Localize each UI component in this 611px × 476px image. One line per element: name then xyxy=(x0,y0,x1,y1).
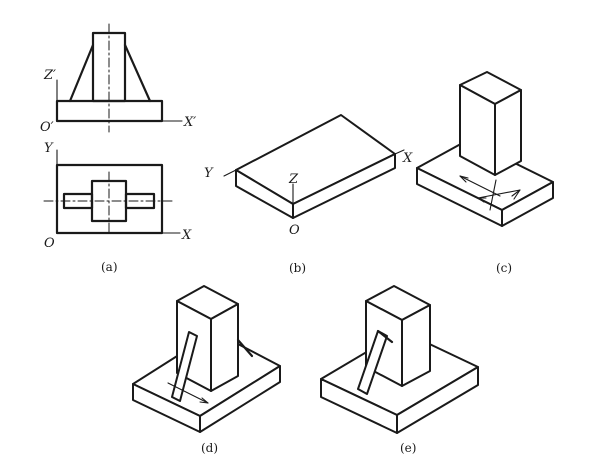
rib-left-edge xyxy=(68,43,95,103)
axis-label-y: Y xyxy=(44,141,54,156)
panel-d: (d) xyxy=(132,285,281,455)
column-iso-c xyxy=(459,71,522,176)
rib-iso-d xyxy=(167,331,254,404)
rib-d-dim-line xyxy=(167,382,209,404)
front-view xyxy=(55,23,183,133)
axis-label-z-b: Z xyxy=(288,172,299,187)
column-c-right xyxy=(494,89,522,176)
axis-label-x-b: X xyxy=(402,151,413,166)
axis-label-x: X xyxy=(181,228,192,243)
caption-b: (b) xyxy=(289,261,306,275)
panel-b: Y Z X O (b) xyxy=(204,114,413,275)
axis-label-o: O xyxy=(44,236,55,251)
arrow-head-1 xyxy=(459,175,469,183)
rib-d-arrow xyxy=(199,397,209,404)
panel-e: (e) xyxy=(320,285,479,455)
rib-right-edge xyxy=(123,43,152,103)
top-view xyxy=(43,149,181,235)
rib-e-top-edge xyxy=(376,329,394,344)
plate-iso-c xyxy=(416,139,554,227)
column-e-right xyxy=(401,304,431,387)
construction-line-3 xyxy=(489,179,497,211)
plate-d-right xyxy=(199,365,281,433)
rib-d-face xyxy=(171,331,198,402)
dimension-construction-c xyxy=(459,175,521,211)
caption-c: (c) xyxy=(496,261,512,275)
column-d-right xyxy=(210,303,239,392)
rib-iso-e xyxy=(357,329,394,395)
arrow-head-2 xyxy=(511,189,521,200)
caption-d: (d) xyxy=(201,441,218,455)
caption-a: (a) xyxy=(101,260,118,274)
plate-e-right xyxy=(396,366,479,434)
axis-label-x-prime: X′ xyxy=(183,115,196,130)
axis-label-o-prime: O′ xyxy=(40,120,54,135)
y-axis-ext xyxy=(223,169,237,177)
rib-e-face xyxy=(357,330,388,395)
axis-label-z-prime: Z′ xyxy=(43,68,56,83)
x-axis-ext xyxy=(394,149,405,155)
base-plate-iso xyxy=(223,114,405,219)
axis-label-y-b: Y xyxy=(204,166,214,181)
axis-label-o-b: O xyxy=(289,223,300,238)
construction-line-2 xyxy=(477,189,521,199)
panel-c: (c) xyxy=(416,71,554,275)
panel-a: Z′ O′ X′ Y O X (a) xyxy=(40,23,196,274)
caption-e: (e) xyxy=(400,441,416,455)
rib-d-back-edge xyxy=(236,338,254,358)
plate-c-right xyxy=(501,181,554,227)
arrow-head-3 xyxy=(477,197,487,203)
